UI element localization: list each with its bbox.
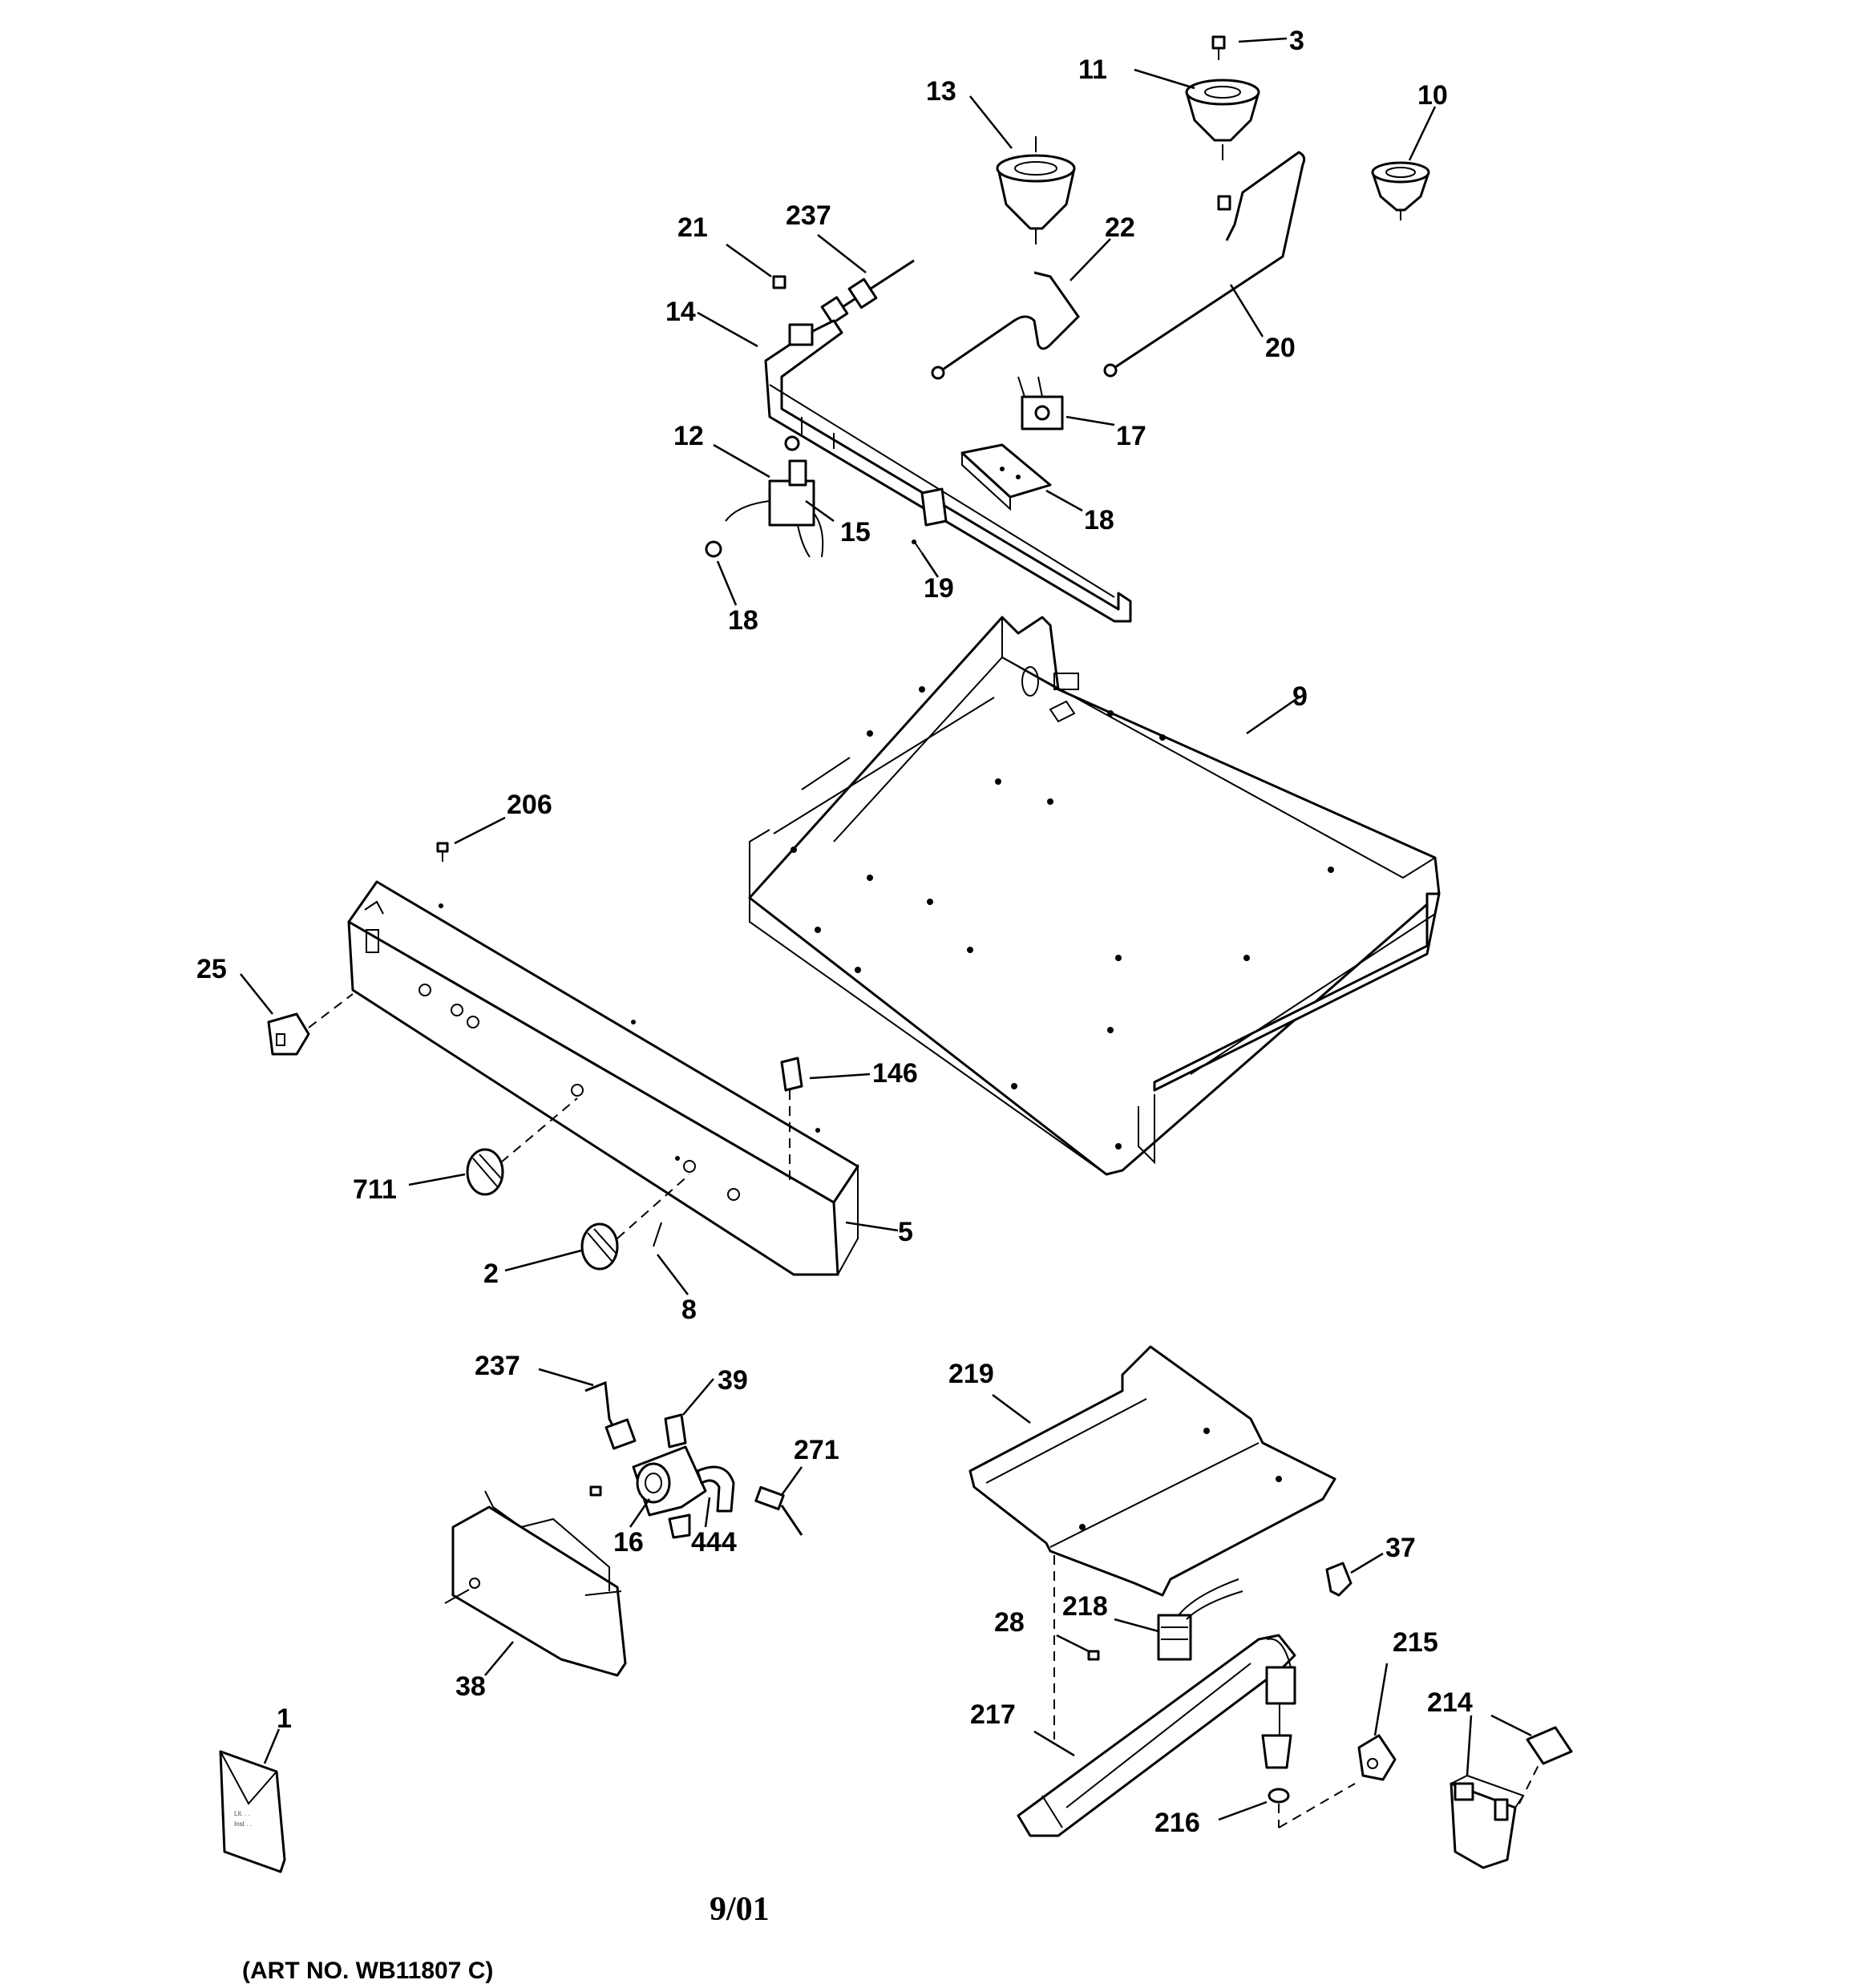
- bracket-19: [912, 487, 948, 554]
- label-11: 11: [1078, 55, 1107, 85]
- label-25: 25: [196, 954, 227, 984]
- label-444: 444: [691, 1527, 737, 1558]
- tube-nut-20: [1217, 195, 1231, 211]
- part-labels: 3 11 13 10 22 237 21 14 20 17 12 15 18 1…: [196, 26, 1473, 1838]
- label-3: 3: [1289, 26, 1304, 56]
- label-237-top: 237: [786, 200, 831, 231]
- label-146: 146: [872, 1058, 918, 1089]
- gas-tube-20: [1110, 151, 1306, 372]
- switch-17: [1017, 376, 1064, 430]
- label-206: 206: [507, 790, 552, 820]
- fitting-271: [754, 1485, 803, 1536]
- label-39: 39: [718, 1365, 748, 1396]
- orifice-fitting-237-top: [820, 259, 915, 325]
- label-18-bracket: 18: [1084, 505, 1114, 535]
- screw-3: [1211, 35, 1226, 60]
- label-5: 5: [898, 1217, 913, 1247]
- label-216: 216: [1154, 1808, 1200, 1838]
- bracket-215: [1357, 1734, 1397, 1781]
- manifold-valve-block: [788, 323, 814, 346]
- literature-envelope-1: Lit. . . Inst . .: [219, 1750, 286, 1873]
- envelope-text-2: Inst . .: [234, 1820, 252, 1828]
- valve-12: [725, 459, 824, 558]
- screw-valve: [589, 1485, 602, 1497]
- label-237-lower: 237: [475, 1351, 520, 1381]
- revision-date: 9/01: [710, 1891, 770, 1928]
- control-panel-5: [347, 880, 859, 1276]
- label-16: 16: [613, 1527, 644, 1558]
- knob-711: [466, 1097, 578, 1196]
- nut-18: [705, 540, 722, 558]
- label-9: 9: [1292, 681, 1308, 712]
- art-number: (ART NO. WB11807 C): [242, 1958, 493, 1984]
- screw-206: [436, 842, 449, 862]
- label-37: 37: [1385, 1533, 1416, 1563]
- burner-head-11: [1185, 79, 1260, 160]
- valve-16: [632, 1413, 707, 1539]
- label-19: 19: [924, 573, 954, 604]
- label-12: 12: [673, 421, 704, 451]
- label-2: 2: [483, 1259, 499, 1289]
- label-22: 22: [1105, 212, 1135, 243]
- gas-tube-22: [937, 271, 1080, 374]
- burner-head-10: [1371, 161, 1430, 220]
- label-271: 271: [794, 1435, 839, 1465]
- dash-216-215-b: [1278, 1783, 1356, 1828]
- label-10: 10: [1417, 80, 1448, 111]
- envelope-text-1: Lit. . .: [234, 1810, 250, 1817]
- bracket-18: [960, 443, 1052, 511]
- label-17: 17: [1116, 421, 1146, 451]
- label-15: 15: [840, 517, 871, 548]
- label-21: 21: [677, 212, 708, 243]
- elbow-444: [696, 1465, 735, 1513]
- part-37: [1325, 1562, 1353, 1597]
- screw-21: [772, 275, 786, 289]
- baffle-219: [968, 1345, 1336, 1740]
- knob-2: [580, 1174, 690, 1271]
- leader-lines: [240, 37, 1532, 1821]
- clip-146: [780, 1057, 803, 1186]
- nut-12: [784, 435, 800, 451]
- fitting-237-lower: [604, 1418, 637, 1450]
- tube-fitting-22: [931, 366, 945, 380]
- label-18-nut: 18: [728, 605, 758, 636]
- connector-218: [1157, 1578, 1243, 1661]
- label-219: 219: [948, 1359, 994, 1389]
- label-38: 38: [455, 1671, 486, 1702]
- ignitor-assembly-214: [1450, 1726, 1573, 1869]
- screw-28: [1087, 1650, 1100, 1661]
- screw-8: [653, 1222, 662, 1247]
- label-218: 218: [1062, 1591, 1108, 1622]
- broil-burner-217: [1017, 1634, 1296, 1837]
- label-20: 20: [1265, 333, 1296, 363]
- label-13: 13: [926, 76, 956, 107]
- label-28: 28: [994, 1607, 1025, 1638]
- shield-38: [444, 1490, 627, 1677]
- label-14: 14: [665, 297, 696, 327]
- label-214: 214: [1427, 1687, 1473, 1718]
- label-217: 217: [970, 1699, 1016, 1730]
- burner-head-13: [996, 136, 1076, 244]
- label-1: 1: [277, 1703, 292, 1734]
- label-215: 215: [1393, 1627, 1438, 1658]
- label-711: 711: [353, 1174, 397, 1205]
- ignitor-216: [1261, 1666, 1296, 1804]
- burner-box-9: [748, 616, 1441, 1176]
- switch-25: [267, 993, 354, 1056]
- label-8: 8: [681, 1295, 697, 1325]
- tube-fitting-20: [1103, 363, 1118, 378]
